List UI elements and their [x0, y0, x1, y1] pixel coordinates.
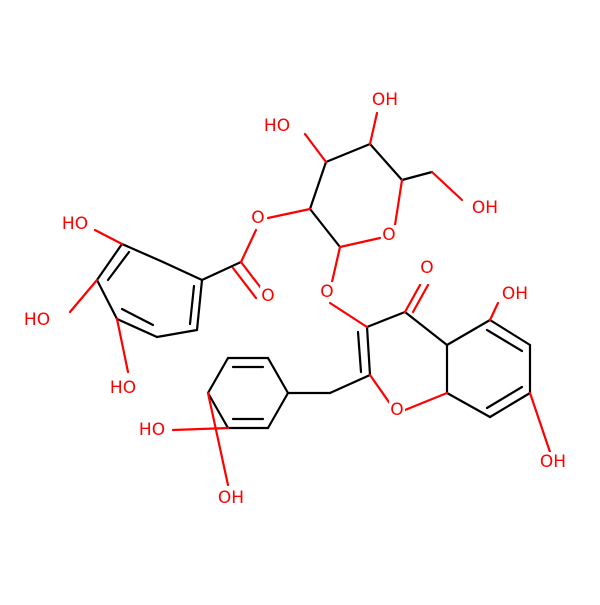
oh-label: OH — [540, 452, 566, 472]
bond — [368, 111, 379, 146]
atom-labels: HO OH OH O O O O O O HO HO HO OH OH HO O… — [22, 90, 568, 508]
bond — [338, 236, 382, 249]
bond — [106, 250, 131, 282]
bond — [485, 328, 524, 353]
bond — [171, 426, 230, 432]
bond — [206, 391, 230, 487]
label-halos — [22, 90, 568, 508]
bond — [303, 132, 328, 164]
bond — [266, 391, 290, 430]
bond — [488, 301, 500, 322]
bond — [488, 391, 532, 419]
oh-label: HO — [110, 378, 136, 398]
bond — [400, 170, 434, 182]
bond — [239, 228, 258, 264]
oh-label: HO — [139, 420, 165, 440]
oh-label: OH — [218, 488, 244, 508]
bond — [206, 356, 230, 395]
bond — [93, 228, 124, 246]
bond — [330, 245, 342, 284]
bond — [528, 391, 552, 454]
bond — [161, 260, 204, 282]
bond — [393, 178, 404, 227]
bond — [365, 325, 372, 377]
bond — [328, 373, 372, 395]
bond — [266, 356, 290, 395]
bond — [200, 260, 243, 282]
bond — [115, 317, 130, 374]
bond — [328, 301, 369, 329]
oxygen-label: O — [320, 282, 333, 302]
bond — [403, 310, 449, 347]
bond — [115, 317, 159, 339]
bond — [445, 391, 492, 419]
bond — [188, 284, 196, 326]
oh-label: OH — [502, 284, 528, 304]
bond — [266, 207, 312, 220]
oxygen-label: O — [390, 400, 403, 420]
bond — [430, 170, 464, 202]
oxygen-bonds — [68, 111, 552, 487]
carbon-bonds — [95, 142, 532, 430]
bond — [68, 278, 99, 314]
oh-label: OH — [472, 198, 498, 218]
bond — [368, 142, 404, 182]
oh-label: HO — [264, 116, 290, 136]
bond — [356, 330, 363, 374]
bond — [155, 328, 199, 339]
bond — [206, 391, 230, 430]
bond — [411, 283, 430, 314]
bond — [403, 283, 422, 314]
bond — [365, 310, 407, 329]
bond — [403, 391, 449, 412]
oxygen-label: O — [420, 258, 433, 278]
oxygen-label: O — [382, 225, 395, 245]
bond — [485, 385, 524, 410]
bond — [488, 318, 532, 347]
bond — [95, 278, 119, 321]
oxygen-label: O — [261, 286, 274, 306]
bond — [120, 307, 155, 327]
bond — [324, 142, 372, 164]
bond — [195, 278, 204, 332]
oxygen-label: O — [251, 208, 264, 228]
bond — [308, 207, 342, 249]
bond — [308, 160, 328, 211]
bonds — [68, 111, 552, 487]
bond — [445, 318, 492, 347]
bond — [120, 242, 165, 264]
bond — [95, 242, 124, 282]
bond — [368, 373, 393, 407]
bond — [231, 266, 258, 300]
oh-label: HO — [62, 214, 88, 234]
oh-label: OH — [372, 90, 398, 110]
oh-label: HO — [24, 310, 50, 330]
